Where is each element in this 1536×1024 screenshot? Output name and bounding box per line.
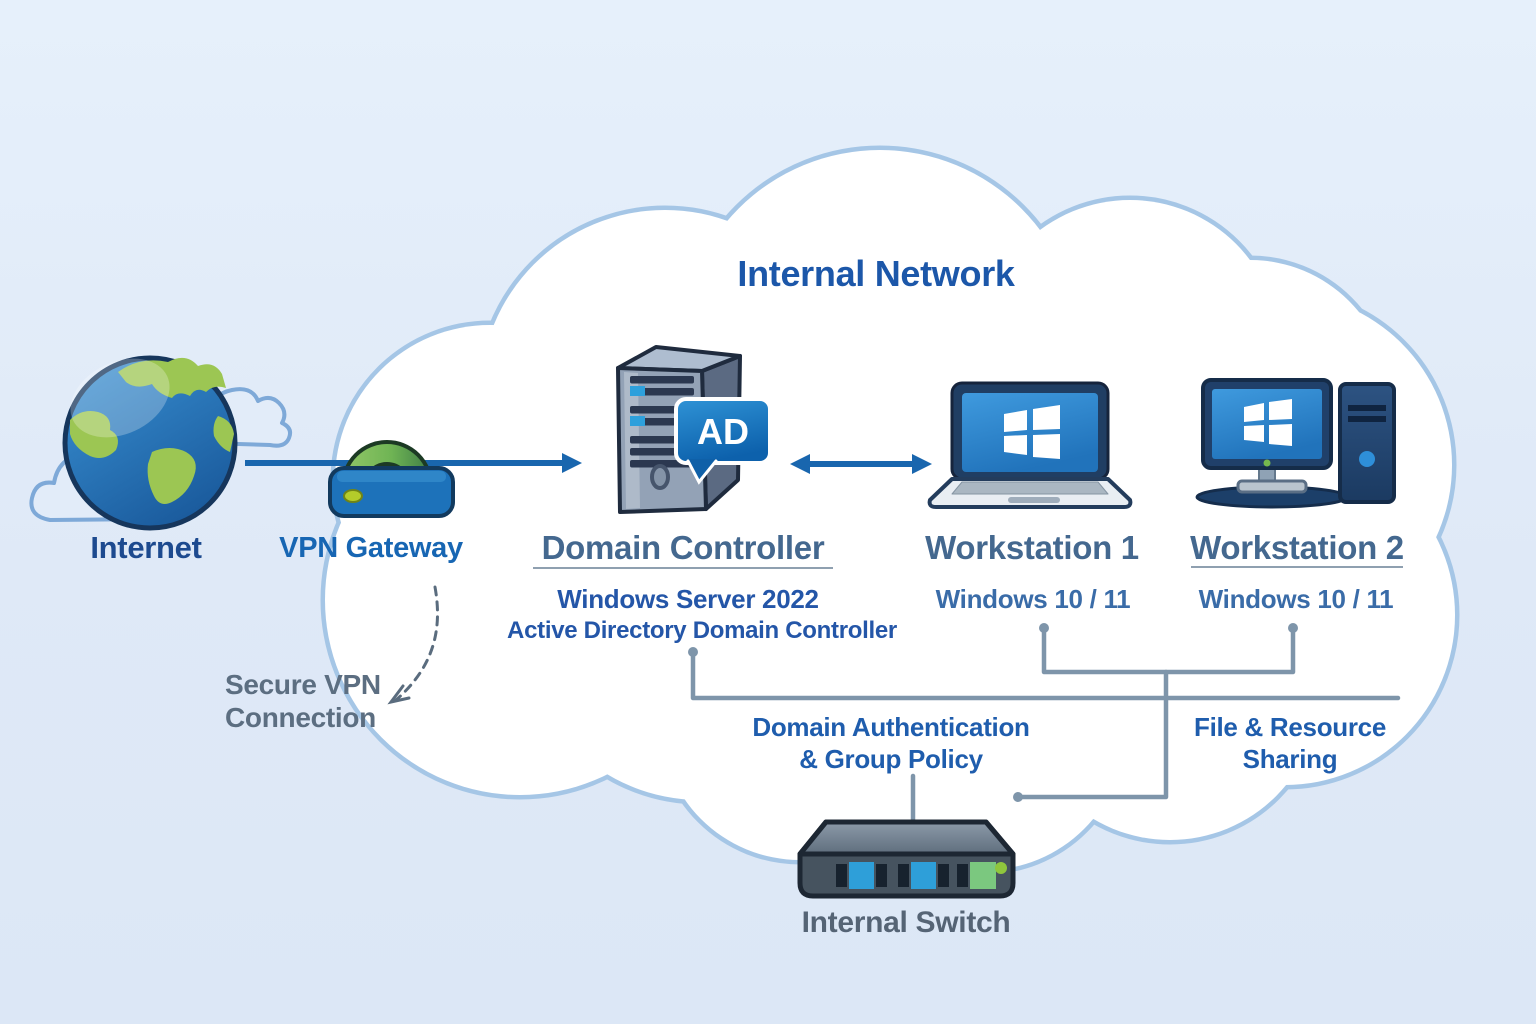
- internet-label: Internet: [90, 530, 202, 565]
- domain-auth-note-line2: & Group Policy: [799, 744, 983, 774]
- vpn-gateway-lock-icon: [328, 440, 455, 518]
- domain-controller-label: Domain Controller: [541, 529, 825, 566]
- underline: [533, 567, 833, 569]
- ad-badge-label: AD: [697, 411, 749, 452]
- secure-vpn-note-line2: Connection: [225, 702, 376, 733]
- secure-vpn-dashed-arrow: [387, 585, 439, 705]
- monitor-power-led: [1263, 459, 1271, 467]
- cloud-title: Internal Network: [737, 253, 1015, 294]
- internal-switch-label: Internal Switch: [801, 906, 1011, 939]
- internet-globe-icon: [62, 355, 238, 531]
- secure-vpn-note-line1: Secure VPN: [225, 669, 381, 700]
- desktop-tower: [1338, 382, 1396, 504]
- globe-continents: [70, 357, 234, 504]
- windows-logo: [1244, 399, 1292, 446]
- secure-vpn-note: Secure VPN Connection: [225, 668, 381, 734]
- lock-indicator-dot: [343, 489, 363, 503]
- tower-power-button: [1359, 451, 1375, 467]
- connector-dots: [688, 623, 1298, 802]
- file-sharing-note: File & Resource Sharing: [1194, 711, 1386, 775]
- workstation1-os-label: Windows 10 / 11: [935, 584, 1131, 614]
- workstation-bracket-line: [1041, 625, 1296, 675]
- workstation1-label: Workstation 1: [925, 529, 1139, 566]
- active-directory-badge: AD: [674, 397, 772, 485]
- domain-auth-note: Domain Authentication & Group Policy: [752, 711, 1030, 775]
- domain-controller-role-label: Active Directory Domain Controller: [507, 617, 897, 644]
- underline: [1191, 566, 1403, 568]
- dc-workstation-double-arrow: [790, 454, 932, 474]
- domain-auth-note-line1: Domain Authentication: [752, 712, 1030, 742]
- workstation2-label: Workstation 2: [1190, 529, 1404, 566]
- vpn-gateway-label: VPN Gateway: [279, 532, 463, 564]
- switch-ports: [836, 862, 1007, 889]
- domain-controller-os-label: Windows Server 2022: [557, 584, 819, 614]
- dc-to-switch-line: [690, 649, 1401, 701]
- file-sharing-note-line1: File & Resource: [1193, 712, 1387, 742]
- bracket-down-line: [1015, 669, 1169, 800]
- workstation1-laptop-icon: [927, 381, 1133, 509]
- switch-status-led: [995, 862, 1007, 874]
- server-power-button: [650, 464, 670, 490]
- workstation2-desktop-icon: [1195, 378, 1396, 509]
- connector-lines: [690, 625, 1401, 823]
- windows-logo: [1004, 405, 1060, 459]
- internal-switch-icon: [797, 819, 1016, 899]
- file-sharing-note-line2: Sharing: [1242, 744, 1338, 774]
- workstation2-os-label: Windows 10 / 11: [1198, 584, 1394, 614]
